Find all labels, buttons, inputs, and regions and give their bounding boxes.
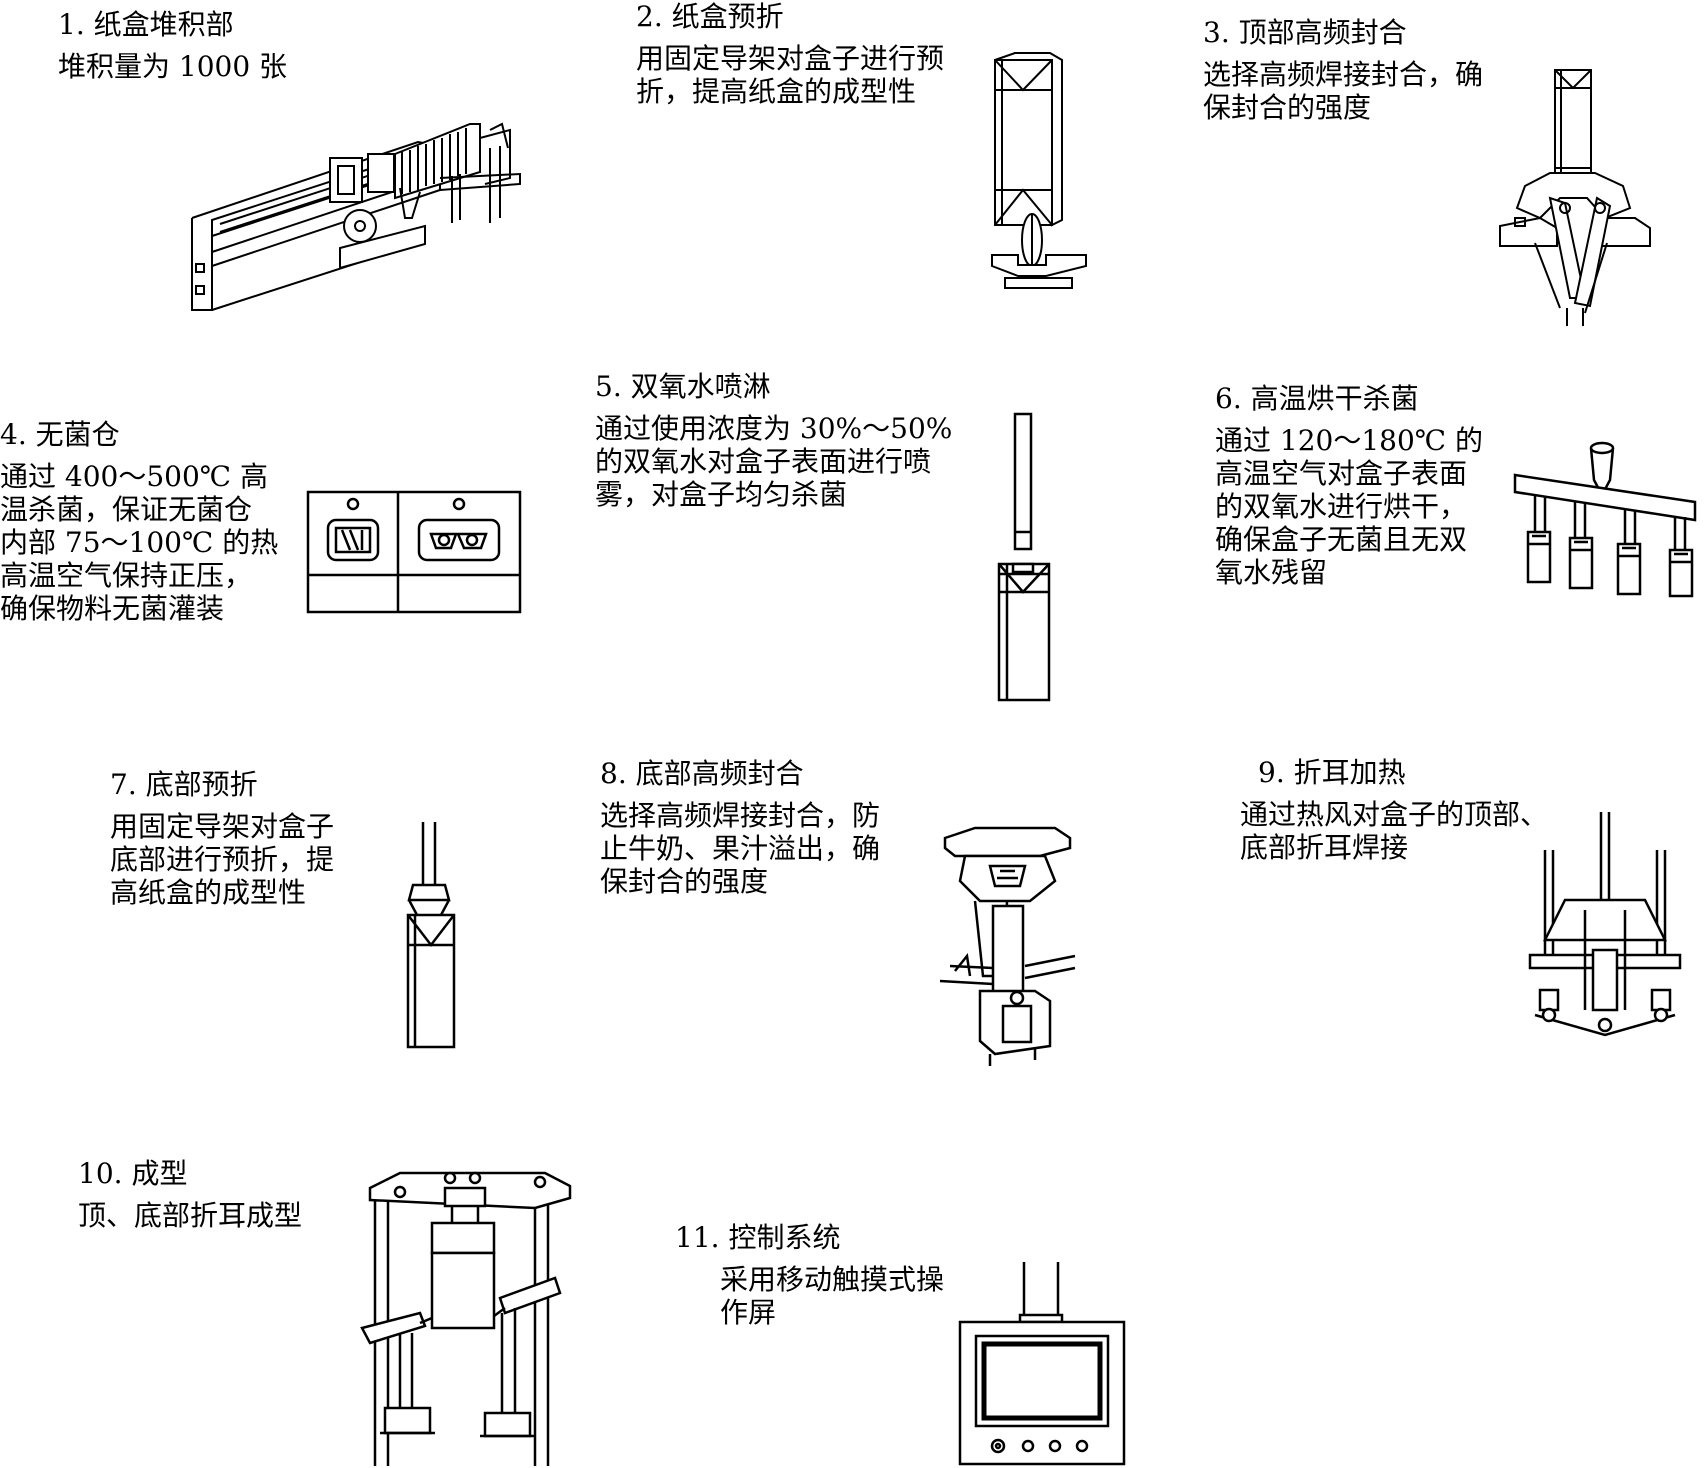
ear-heater-icon	[1525, 810, 1685, 1040]
bottom-prefold-icon	[405, 820, 465, 1050]
step-desc: 用固定导架对盒子进行预折，提高纸盒的成型性	[636, 42, 945, 108]
step-desc: 堆积量为 1000 张	[58, 50, 288, 83]
step-title: 6. 高温烘干杀菌	[1215, 382, 1419, 415]
step-title: 10. 成型	[78, 1157, 188, 1190]
step-8: 8. 底部高频封合 选择高频焊接封合，防止牛奶、果汁溢出，确保封合的强度	[600, 757, 880, 898]
step-desc: 采用移动触摸式操作屏	[720, 1263, 945, 1329]
prefold-guide-icon	[990, 50, 1090, 295]
step-title: 4. 无菌仓	[0, 418, 120, 451]
step-desc: 通过 120～180℃ 的高温空气对盒子表面的双氧水进行烘干，确保盒子无菌且无双…	[1215, 424, 1484, 589]
step-desc: 顶、底部折耳成型	[78, 1199, 303, 1232]
carton-stacker-icon	[190, 118, 530, 323]
step-title: 11. 控制系统	[675, 1221, 841, 1254]
step-4: 4. 无菌仓 通过 400～500℃ 高温杀菌，保证无菌仓内部 75～100℃ …	[0, 418, 278, 625]
step-title: 3. 顶部高频封合	[1203, 16, 1407, 49]
step-7: 7. 底部预折 用固定导架对盒子底部进行预折，提高纸盒的成型性	[110, 768, 334, 909]
touch-panel-icon	[958, 1260, 1126, 1468]
bottom-sealer-icon	[935, 826, 1085, 1066]
step-10: 10. 成型 顶、底部折耳成型	[78, 1157, 302, 1232]
step-title: 7. 底部预折	[110, 768, 258, 801]
step-9: 9. 折耳加热 通过热风对盒子的顶部、底部折耳焊接	[1240, 756, 1548, 864]
step-5: 5. 双氧水喷淋 通过使用浓度为 30%～50%的双氧水对盒子表面进行喷雾，对盒…	[595, 370, 952, 511]
hot-air-manifold-icon	[1510, 440, 1706, 600]
top-sealer-icon	[1495, 68, 1655, 328]
step-desc: 选择高频焊接封合，防止牛奶、果汁溢出，确保封合的强度	[600, 799, 881, 898]
step-6: 6. 高温烘干杀菌 通过 120～180℃ 的高温空气对盒子表面的双氧水进行烘干…	[1215, 382, 1483, 589]
peroxide-nozzle-icon	[995, 412, 1055, 702]
aseptic-chamber-icon	[306, 490, 524, 614]
step-title: 1. 纸盒堆积部	[58, 8, 234, 41]
step-title: 5. 双氧水喷淋	[595, 370, 771, 403]
step-1: 1. 纸盒堆积部 堆积量为 1000 张	[58, 8, 287, 83]
step-title: 2. 纸盒预折	[636, 0, 784, 33]
step-title: 9. 折耳加热	[1258, 756, 1406, 789]
step-title: 8. 底部高频封合	[600, 757, 804, 790]
forming-frame-icon	[360, 1168, 575, 1468]
step-3: 3. 顶部高频封合 选择高频焊接封合，确保封合的强度	[1203, 16, 1483, 124]
step-desc: 用固定导架对盒子底部进行预折，提高纸盒的成型性	[110, 810, 335, 909]
step-desc: 通过热风对盒子的顶部、底部折耳焊接	[1240, 798, 1549, 864]
step-desc: 通过 400～500℃ 高温杀菌，保证无菌仓内部 75～100℃ 的热高温空气保…	[0, 460, 279, 625]
step-2: 2. 纸盒预折 用固定导架对盒子进行预折，提高纸盒的成型性	[636, 0, 944, 108]
step-desc: 选择高频焊接封合，确保封合的强度	[1203, 58, 1484, 124]
step-desc: 通过使用浓度为 30%～50%的双氧水对盒子表面进行喷雾，对盒子均匀杀菌	[595, 412, 953, 511]
step-11: 11. 控制系统 采用移动触摸式操作屏	[675, 1221, 944, 1329]
